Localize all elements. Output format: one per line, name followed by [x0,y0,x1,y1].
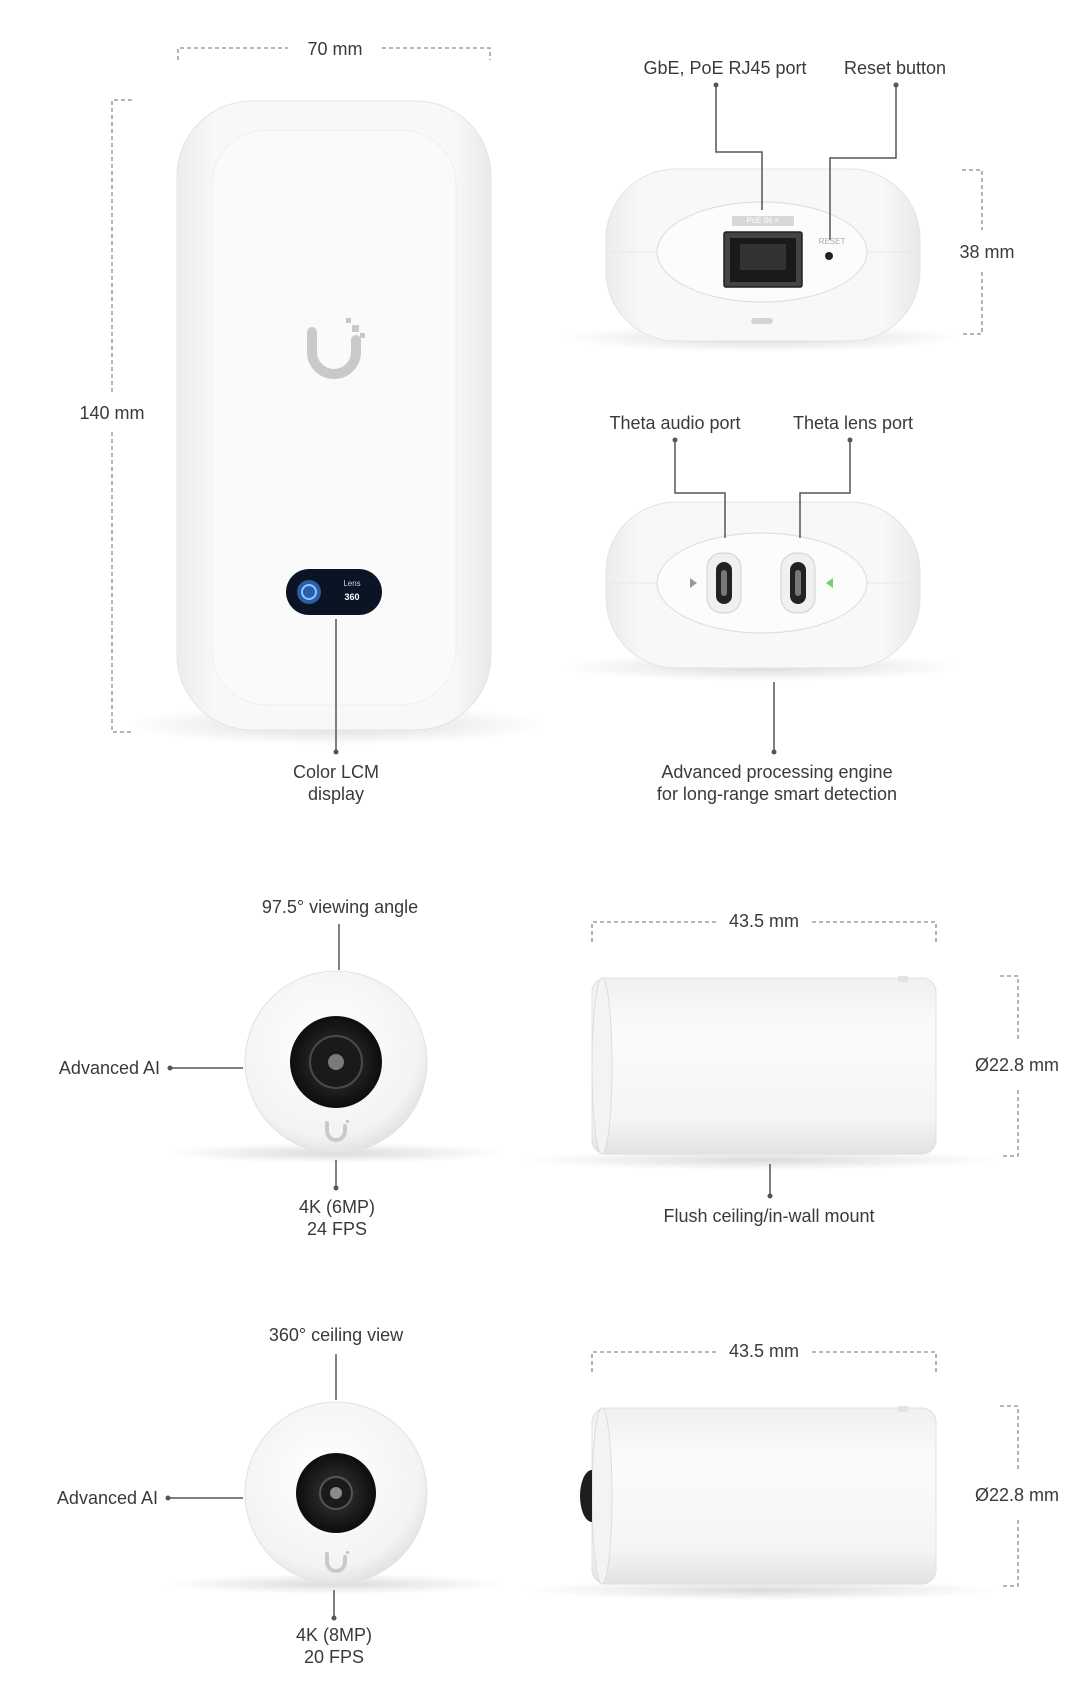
display-line-1: Lens [343,579,361,588]
reset-dot-icon [825,252,833,260]
ceiling-diameter-dimension [1000,1405,1019,1587]
wide-spec-caption: 4K (6MP) 24 FPS [298,1197,376,1239]
ceiling-length-label: 43.5 mm [728,1341,800,1361]
reset-tag: RESET [818,237,846,246]
wide-lens-side [522,976,1002,1170]
mount-caption: Flush ceiling/in-wall mount [663,1206,875,1226]
reset-button-label: Reset button [843,58,947,78]
wide-diameter-label: Ø22.8 mm [974,1055,1060,1075]
ceiling-advanced-ai-label: Advanced AI [56,1488,158,1508]
theta-audio-port-label: Theta audio port [609,413,741,433]
ceiling-diameter-label: Ø22.8 mm [974,1485,1060,1505]
depth-label: 38 mm [959,242,1015,262]
ceiling-spec-caption: 4K (8MP) 20 FPS [295,1625,373,1667]
usb-c-port-icon [706,552,742,614]
hub-top-view [562,168,962,352]
wide-diameter-dimension [1000,975,1019,1157]
hub-height-dimension [111,99,132,733]
ubiquiti-u-logo-icon [325,1120,349,1142]
ubiquiti-u-logo-icon [307,318,365,379]
bottom-view-leaders [674,440,851,538]
display-caption: Color LCM display [292,762,380,804]
color-lcm-display [286,569,382,615]
ubiquiti-u-logo-icon [325,1551,349,1573]
ceiling-view-label: 360° ceiling view [268,1325,404,1345]
usb-c-port-icon [780,552,816,614]
ceiling-lens-side [522,1406,1002,1600]
top-view-leaders [715,85,897,240]
wide-lens-front [166,970,506,1163]
hub-height-label: 140 mm [79,403,145,423]
poe-in-tag: PoE IN ⚡ [746,216,780,225]
depth-dimension [962,169,983,335]
processing-engine-caption: Advanced processing engine for long-rang… [656,762,898,804]
hub-front [126,100,546,745]
wide-viewing-angle-label: 97.5° viewing angle [261,897,419,917]
theta-lens-port-label: Theta lens port [792,413,914,433]
wide-length-label: 43.5 mm [728,911,800,931]
display-line-2: 360 [344,592,360,602]
wide-advanced-ai-label: Advanced AI [58,1058,160,1078]
hub-bottom-view [562,501,962,681]
hub-width-dimension [177,47,491,60]
hub-width-label: 70 mm [307,39,363,59]
ceiling-lens-front [166,1401,506,1594]
rj45-port-label: GbE, PoE RJ45 port [643,58,807,78]
rj45-port-icon [723,231,803,288]
